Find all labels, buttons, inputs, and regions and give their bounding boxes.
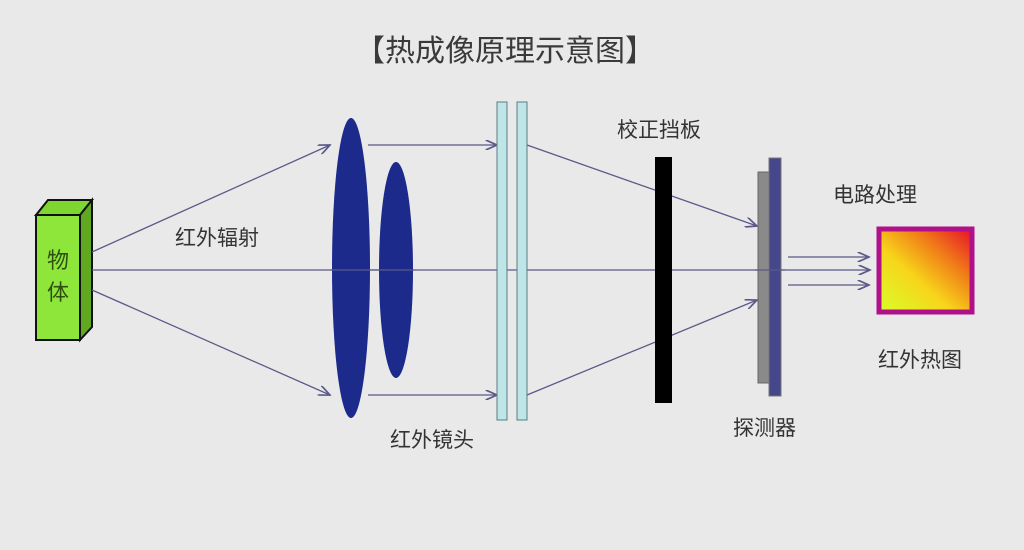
thermal-image bbox=[876, 226, 975, 315]
lens-label: 红外镜头 bbox=[390, 428, 474, 452]
ray-lower-converge bbox=[526, 300, 757, 396]
ray-lower-incident bbox=[91, 289, 330, 395]
thermal-image-label: 红外热图 bbox=[878, 348, 962, 372]
object-label-char-2: 体 bbox=[46, 280, 69, 306]
shutter-plate bbox=[655, 157, 672, 403]
object-box bbox=[33, 197, 95, 343]
object-label: 物 体 bbox=[36, 215, 80, 340]
ray-upper-converge bbox=[526, 144, 757, 226]
circuit-label: 电路处理 bbox=[833, 183, 917, 207]
object-label-char-1: 物 bbox=[46, 248, 69, 274]
detector-label: 探测器 bbox=[733, 416, 796, 440]
lens-primary bbox=[332, 118, 370, 418]
detector-back bbox=[768, 157, 782, 397]
window-plate-2 bbox=[516, 101, 528, 421]
rays bbox=[91, 144, 870, 396]
diagram-title: 【热成像原理示意图】 bbox=[355, 34, 655, 69]
detector-front bbox=[757, 171, 771, 384]
window-plate-1 bbox=[496, 101, 508, 421]
shutter-label: 校正挡板 bbox=[617, 118, 701, 142]
ray-upper-incident bbox=[91, 145, 330, 253]
radiation-label: 红外辐射 bbox=[175, 226, 259, 250]
